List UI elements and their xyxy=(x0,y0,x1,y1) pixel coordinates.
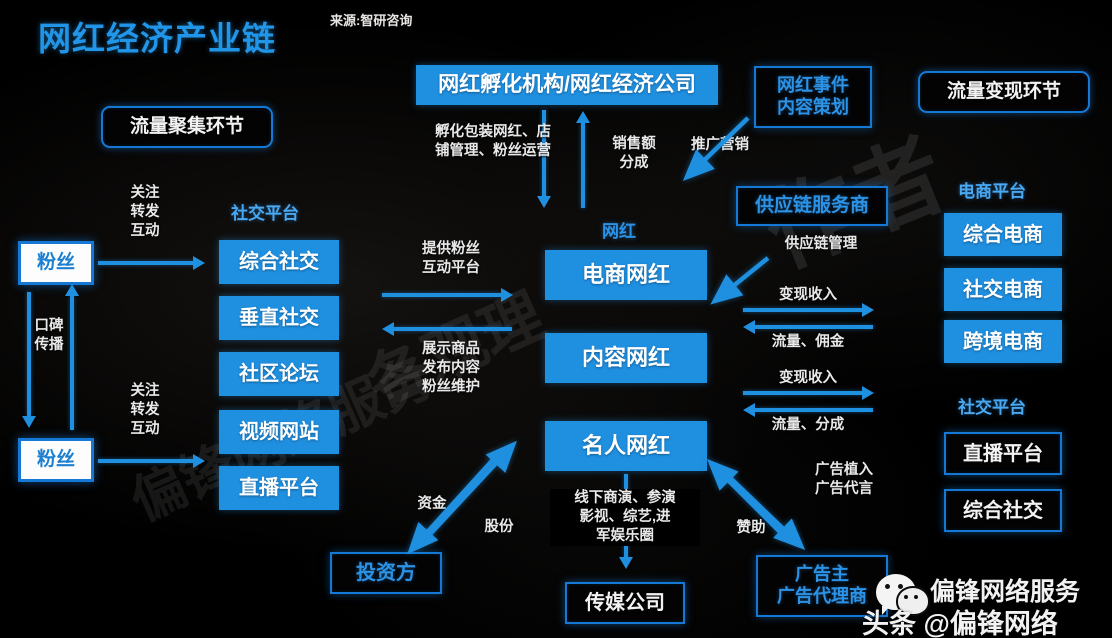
node-investor[interactable]: 投资方 xyxy=(330,552,442,594)
arrow-monetize-bottom-in xyxy=(755,408,873,412)
node-kol-content[interactable]: 内容网红 xyxy=(545,333,707,383)
label-traffic-commission: 流量、佣金 xyxy=(771,334,845,350)
arrow-fans-top-to-social xyxy=(98,261,196,265)
arrow-fans-bottom-to-social-head xyxy=(193,454,205,468)
label-display-goods: 展示商品 发布内容 粉丝维护 xyxy=(422,341,480,396)
label-sales-share: 销售额 分成 xyxy=(612,136,656,172)
arrow-fans-up xyxy=(70,296,74,430)
node-ecom-social[interactable]: 社交电商 xyxy=(944,268,1062,311)
label-funding: 资金 xyxy=(417,496,447,512)
node-ecom-crossborder[interactable]: 跨境电商 xyxy=(944,320,1062,363)
node-right-social-live[interactable]: 直播平台 xyxy=(944,432,1062,475)
arrow-monetize-top-in-head xyxy=(743,320,755,334)
label-promotion-marketing: 推广营销 xyxy=(691,137,749,153)
node-social-zonghe[interactable]: 综合社交 xyxy=(219,240,339,284)
wechat-brand-text: 偏锋网络服务 xyxy=(930,578,1081,606)
label-provide-fan-platform: 提供粉丝 互动平台 xyxy=(422,241,480,277)
node-social-video[interactable]: 视频网站 xyxy=(219,410,339,454)
node-kol-celebrity[interactable]: 名人网红 xyxy=(545,421,707,471)
arrow-fans-bottom-to-social xyxy=(98,459,196,463)
arrow-fans-down-head xyxy=(22,416,36,428)
arrow-fans-down xyxy=(27,292,31,416)
source-label: 来源:智研咨询 xyxy=(330,13,413,28)
node-fans-bottom[interactable]: 粉丝 xyxy=(18,438,94,482)
wechat-icon xyxy=(876,574,930,616)
arrow-kol-to-platform xyxy=(394,327,512,331)
node-social-luntan[interactable]: 社区论坛 xyxy=(219,352,339,396)
arrow-monetize-bottom-out-head xyxy=(862,386,874,400)
arrow-incubator-up-head xyxy=(576,111,590,123)
node-advertiser[interactable]: 广告主 广告代理商 xyxy=(756,555,888,617)
arrow-platform-to-kol-head xyxy=(501,288,513,302)
arrow-monetize-top-out-head xyxy=(862,303,874,317)
label-supply-chain-mgmt: 供应链管理 xyxy=(784,236,858,252)
node-social-live[interactable]: 直播平台 xyxy=(219,466,339,510)
stage-chip-traffic-gather[interactable]: 流量聚集环节 xyxy=(101,106,273,148)
arrow-kol-to-platform-head xyxy=(382,322,394,336)
node-right-social-zonghe[interactable]: 综合社交 xyxy=(944,489,1062,532)
caption-kol: 网红 xyxy=(602,222,636,241)
node-social-chuizhi[interactable]: 垂直社交 xyxy=(219,296,339,340)
node-event-planning[interactable]: 网红事件 内容策划 xyxy=(754,66,872,128)
node-kol-ecommerce[interactable]: 电商网红 xyxy=(545,250,707,300)
label-ad-insert: 广告植入 广告代言 xyxy=(815,462,873,498)
node-media-company[interactable]: 传媒公司 xyxy=(565,582,685,624)
group-title-ecommerce: 电商平台 xyxy=(958,182,1026,201)
arrow-incubator-up xyxy=(581,122,585,208)
arrow-monetize-top-out xyxy=(743,308,865,312)
node-supply-chain-provider[interactable]: 供应链服务商 xyxy=(736,186,888,226)
arrow-monetize-top-in xyxy=(755,325,873,329)
label-monetize-income-bottom: 变现收入 xyxy=(779,370,837,386)
node-incubator[interactable]: 网红孵化机构/网红经济公司 xyxy=(416,65,718,105)
label-sponsor: 赞助 xyxy=(736,520,766,536)
toutiao-brand-text: 头条 @偏锋网络 xyxy=(862,609,1058,638)
label-equity: 股份 xyxy=(484,519,514,535)
label-word-of-mouth: 口碑 传播 xyxy=(34,318,64,354)
arrow-platform-to-kol xyxy=(382,293,504,297)
label-entertainment-path: 线下商演、参演 影视、综艺,进 军娱乐圈 xyxy=(550,489,700,547)
label-incubator-services: 孵化包装网红、店 铺管理、粉丝运营 xyxy=(435,124,551,160)
label-monetize-income-top: 变现收入 xyxy=(779,287,837,303)
arrow-incubator-down xyxy=(542,110,546,198)
arrow-fans-top-to-social-head xyxy=(193,256,205,270)
arrow-incubator-down-head xyxy=(537,196,551,208)
arrow-monetize-bottom-in-head xyxy=(743,403,755,417)
stage-chip-traffic-monetize[interactable]: 流量变现环节 xyxy=(918,71,1090,113)
group-title-social-right: 社交平台 xyxy=(958,398,1026,417)
node-ecom-zonghe[interactable]: 综合电商 xyxy=(944,213,1062,256)
label-follow-bottom: 关注 转发 互动 xyxy=(130,383,160,438)
arrow-fans-up-head xyxy=(65,284,79,296)
label-traffic-share: 流量、分成 xyxy=(771,417,845,433)
page-title: 网红经济产业链 xyxy=(38,20,276,57)
arrow-celebrity-to-media-head xyxy=(619,557,633,569)
node-fans-top[interactable]: 粉丝 xyxy=(18,241,94,285)
arrow-monetize-bottom-out xyxy=(743,391,865,395)
group-title-social-left: 社交平台 xyxy=(231,204,299,223)
label-follow-top: 关注 转发 互动 xyxy=(130,185,160,240)
